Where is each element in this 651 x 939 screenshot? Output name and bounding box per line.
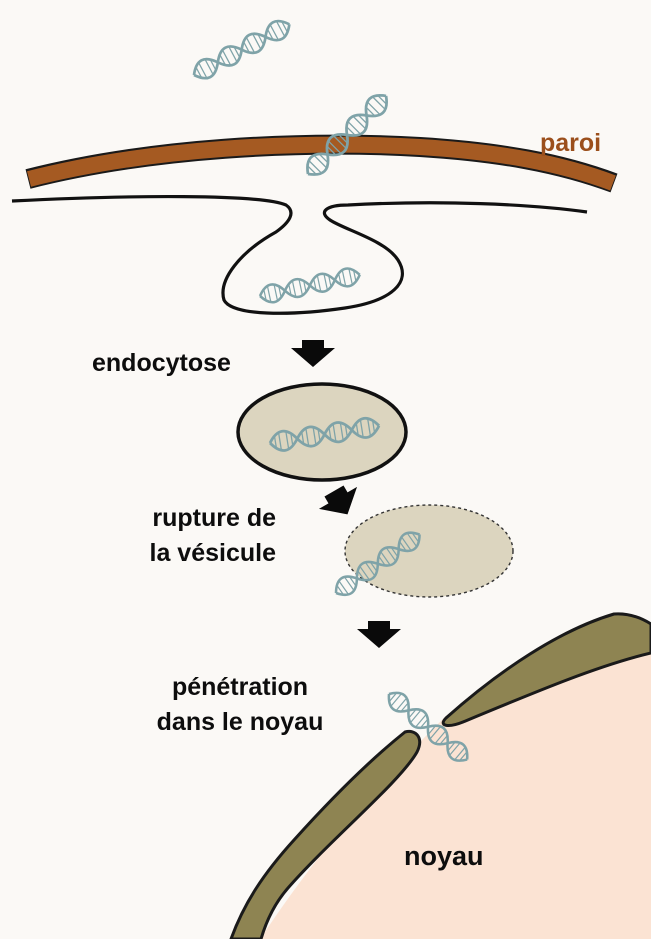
wall-label: paroi	[540, 129, 602, 157]
nucleus-body	[260, 626, 651, 939]
dna-helix-icon	[188, 14, 296, 85]
rupture-label-line2: la vésicule	[149, 539, 276, 567]
penetration-label-line2: dans le noyau	[156, 708, 324, 736]
endocytosis-label: endocytose	[92, 349, 231, 377]
ruptured-vesicle	[344, 504, 514, 598]
dna-helix-icon	[256, 264, 363, 307]
arrow-down-icon	[357, 621, 401, 648]
nucleus-label: noyau	[404, 841, 484, 871]
penetration-label-line1: pénétration	[171, 673, 309, 701]
plasma-membrane	[11, 194, 588, 315]
arrow-down-icon	[314, 480, 367, 526]
nuclear-envelope-lower	[229, 729, 422, 939]
rupture-label-line1: rupture de	[152, 504, 276, 532]
nuclear-envelope-upper	[441, 612, 651, 727]
arrow-down-icon	[291, 340, 335, 367]
